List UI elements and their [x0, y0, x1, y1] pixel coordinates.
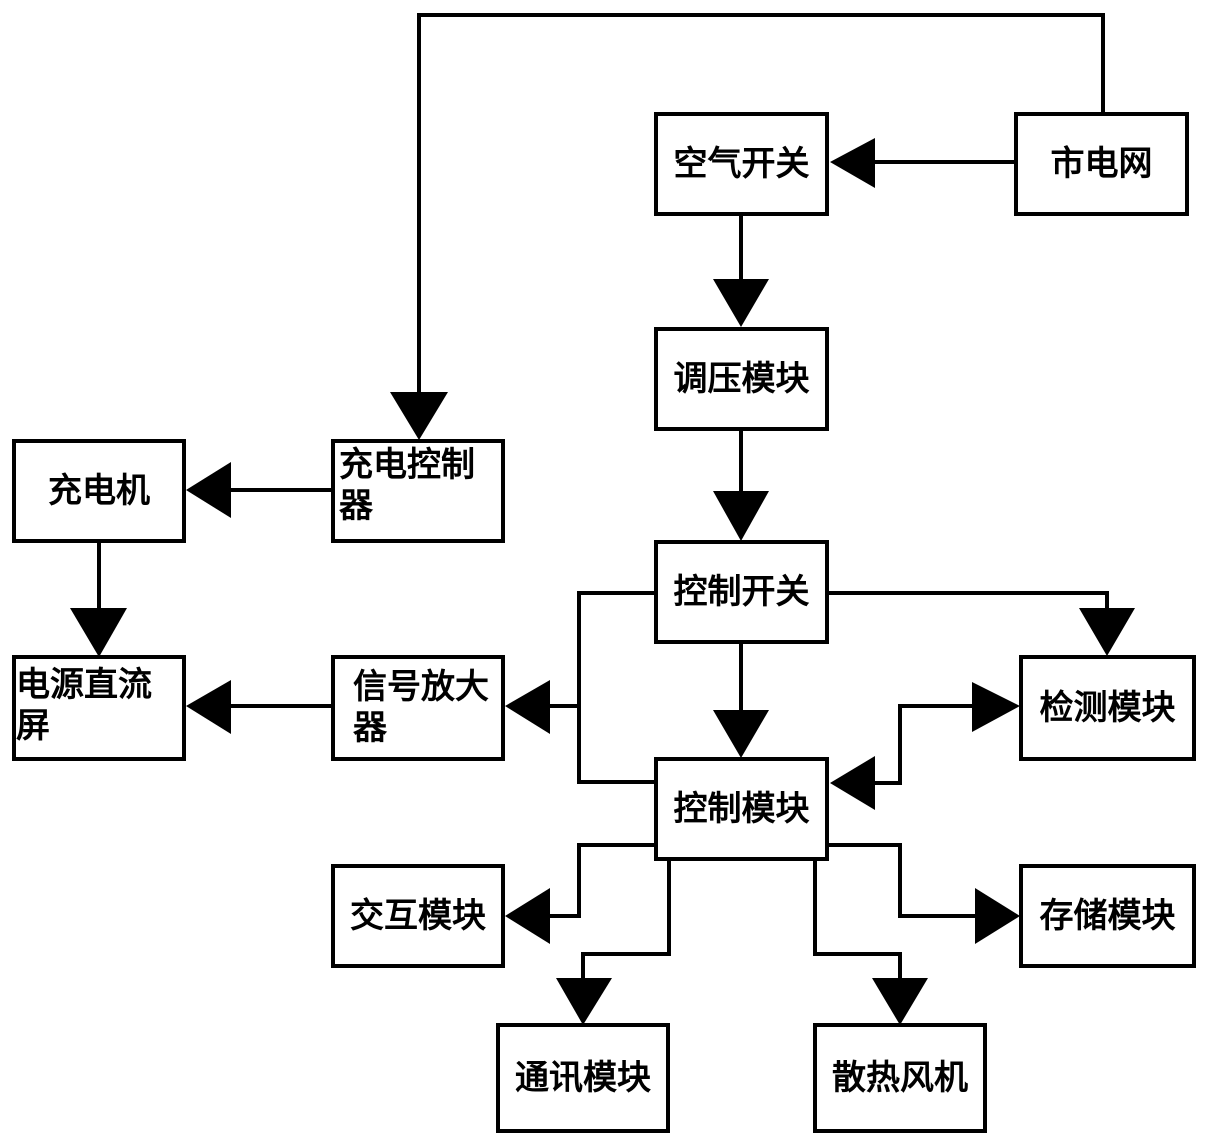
arrowhead-air-switch — [830, 138, 875, 188]
node-label: 调压模块 — [673, 358, 810, 399]
arrowhead-interaction — [505, 888, 550, 944]
node-detect-module: 检测模块 — [1019, 655, 1196, 761]
arrowhead-dc-panel-top — [70, 608, 127, 657]
edge-control-to-fan — [813, 858, 902, 980]
node-label: 通讯模块 — [515, 1057, 651, 1098]
node-interaction-module: 交互模块 — [331, 864, 505, 968]
arrowhead-control-module-right — [830, 756, 875, 810]
edge-control-to-storage — [827, 843, 975, 918]
node-charge-controller: 充电控制器 — [331, 439, 505, 543]
arrowhead-control-module — [713, 710, 769, 758]
edge-control-switch-to-detect-module — [827, 591, 1109, 610]
arrowhead-control-switch — [713, 491, 769, 541]
node-label: 电源直流屏 — [16, 665, 152, 746]
node-label: 交互模块 — [350, 895, 486, 936]
node-air-switch: 空气开关 — [654, 112, 829, 216]
arrowhead-comm — [556, 978, 612, 1025]
node-storage-module: 存储模块 — [1019, 864, 1196, 968]
node-grid: 市电网 — [1014, 112, 1189, 216]
edge-detect-control-bidirectional — [870, 704, 975, 785]
arrowhead-charge-controller — [390, 392, 448, 440]
arrowhead-voltage-module — [713, 279, 769, 327]
node-cooling-fan: 散热风机 — [813, 1023, 987, 1133]
arrowhead-signal-amp — [505, 680, 550, 734]
arrowhead-charger — [186, 462, 231, 518]
node-charger: 充电机 — [12, 439, 186, 543]
node-label: 检测模块 — [1039, 687, 1176, 728]
arrowhead-fan — [872, 978, 928, 1025]
node-label: 充电控制器 — [339, 445, 475, 526]
node-voltage-module: 调压模块 — [654, 327, 829, 431]
node-label: 充电机 — [48, 470, 150, 511]
node-dc-panel: 电源直流屏 — [12, 655, 186, 761]
edge-control-to-comm — [581, 858, 671, 980]
node-label: 市电网 — [1050, 143, 1153, 184]
node-label: 控制模块 — [673, 788, 810, 829]
node-control-module: 控制模块 — [654, 757, 829, 861]
node-comm-module: 通讯模块 — [496, 1023, 670, 1133]
node-label: 空气开关 — [673, 143, 810, 184]
node-label: 散热风机 — [832, 1057, 968, 1098]
node-label: 信号放大器 — [353, 667, 489, 748]
node-label: 存储模块 — [1039, 895, 1176, 936]
node-label: 控制开关 — [673, 571, 810, 612]
arrowhead-detect-module-left — [972, 682, 1020, 732]
edge-control-to-interaction — [550, 843, 655, 918]
node-signal-amp: 信号放大器 — [331, 655, 505, 761]
arrowhead-detect-module-top — [1079, 608, 1135, 656]
edge-control-switch-to-bus — [577, 591, 655, 784]
node-control-switch: 控制开关 — [654, 540, 829, 644]
arrowhead-storage — [975, 888, 1020, 944]
edge-grid-to-charge-controller — [417, 13, 1105, 395]
arrowhead-dc-panel-right — [186, 680, 231, 734]
